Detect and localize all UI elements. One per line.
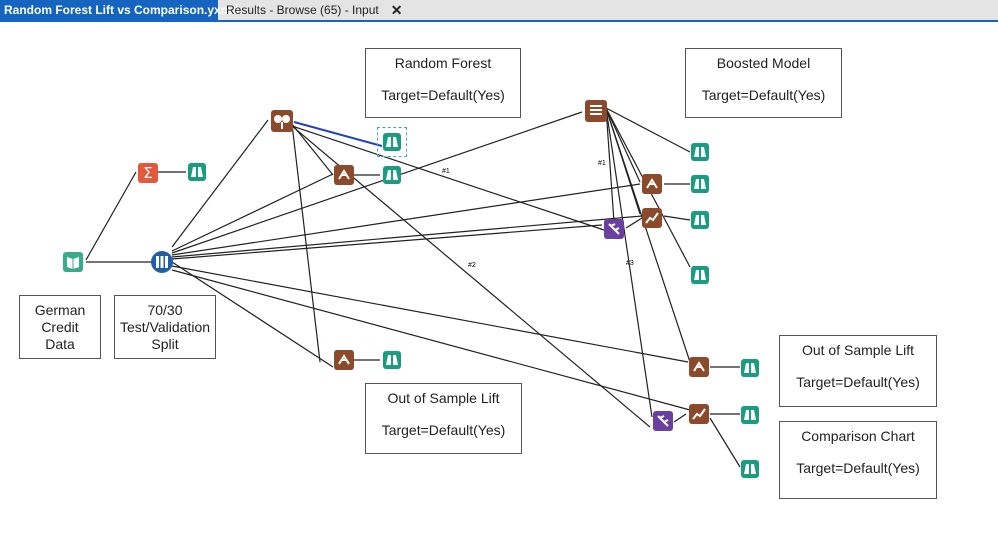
comment-subtitle: Target=Default(Yes) [796,374,920,390]
binoculars-icon [744,464,756,474]
comment-subtitle: Target=Default(Yes) [701,87,826,103]
connection-line [625,217,643,229]
connection-line [605,107,615,223]
input-tool-label: German Credit Data [19,295,101,359]
connection-tag: #3 [626,260,634,267]
connection-line [605,107,653,418]
comment-title: Out of Sample Lift [801,342,915,358]
connection-line [171,224,603,260]
score-icon [646,178,658,189]
tab-label: Results - Browse (65) - Input [226,3,379,17]
browse-tool[interactable] [690,210,710,230]
connection-line [171,119,269,248]
boosted-model-tool[interactable] [584,99,608,123]
connection-tag: #1 [598,160,606,167]
connection-line [171,261,334,368]
comment-subtitle: Target=Default(Yes) [381,422,506,438]
connection-line [171,215,643,258]
comment-title: Random Forest [394,55,492,71]
comment-out-of-sample-lift-boosted[interactable]: Out of Sample Lift Target=Default(Yes) [779,335,937,407]
browse-tool[interactable] [690,142,710,162]
comment-title: Comparison Chart [801,428,915,444]
connection-line [291,125,605,231]
connection-line [171,265,689,363]
score-icon [338,354,350,365]
union-tool[interactable] [652,410,674,432]
score-icon [338,169,350,180]
union-icon [608,223,620,235]
lift-score-tool[interactable] [688,356,710,378]
binoculars-icon [694,270,706,280]
binoculars-icon [744,410,756,420]
score-icon [693,361,705,372]
connection-tag: #1 [442,168,450,175]
browse-tool[interactable] [740,459,760,479]
tab-bar: Random Forest Lift vs Comparison.yxmd ✕ … [0,0,998,22]
split-icon [156,256,168,268]
selected-connection-line [293,121,383,147]
random-forest-icon [274,115,290,129]
binoculars-icon [386,170,398,180]
connection-line [171,173,334,252]
input-data-tool[interactable] [62,251,84,273]
comment-title: Out of Sample Lift [387,390,500,406]
tab-results-browse[interactable]: Results - Browse (65) - Input ✕ [222,0,402,20]
binoculars-icon [191,167,203,177]
binoculars-icon [694,215,706,225]
score-tool[interactable] [333,164,355,186]
connection-line [673,413,687,423]
workflow-canvas[interactable]: #1 #1 #2 #3 Random Forest Target=Default… [0,22,998,559]
browse-tool[interactable] [690,265,710,285]
connection-tag: #2 [468,262,476,269]
connection-line [663,215,691,221]
browse-tool[interactable] [382,350,402,370]
random-forest-tool[interactable] [270,109,294,133]
browse-tool[interactable] [382,132,402,152]
tab-random-forest-workflow[interactable]: Random Forest Lift vs Comparison.yxmd ✕ [0,0,262,20]
binoculars-icon [694,147,706,157]
lift-score-tool[interactable] [333,349,355,371]
comparison-chart-tool[interactable] [688,403,710,425]
connection-line [85,171,137,261]
score-tool[interactable] [641,173,663,195]
comment-random-forest[interactable]: Random Forest Target=Default(Yes) [365,48,521,118]
lift-chart-tool[interactable] [641,207,663,229]
binoculars-icon [386,355,398,365]
comment-title: Boosted Model [716,55,811,71]
binoculars-icon [694,179,706,189]
connection-line [605,107,641,183]
binoculars-icon [386,137,398,147]
close-icon[interactable]: ✕ [390,1,403,18]
connection-line [291,123,321,363]
chart-icon [645,212,659,224]
connection-line [709,417,741,468]
comment-out-of-sample-lift[interactable]: Out of Sample Lift Target=Default(Yes) [365,383,522,454]
browse-tool[interactable] [690,174,710,194]
connection-line [605,107,691,153]
tab-label: Random Forest Lift vs Comparison.yxmd [4,3,239,17]
union-tool[interactable] [603,218,625,240]
browse-tool[interactable] [740,405,760,425]
sigma-icon: Σ [143,164,152,182]
boosted-model-icon [590,105,602,115]
browse-tool[interactable] [187,162,207,182]
comment-subtitle: Target=Default(Yes) [381,87,505,103]
create-samples-tool[interactable] [150,250,174,274]
comment-subtitle: Target=Default(Yes) [796,460,920,476]
connection-line [171,183,641,256]
chart-icon [692,408,706,420]
comment-boosted-model[interactable]: Boosted Model Target=Default(Yes) [685,48,842,118]
union-icon [657,415,669,427]
selected-tool-frame [377,127,407,157]
summarize-tool[interactable]: Σ [137,162,159,184]
binoculars-icon [744,363,756,373]
close-icon[interactable]: ✕ [250,1,263,18]
browse-tool[interactable] [740,358,760,378]
split-tool-label: 70/30 Test/Validation Split [114,295,216,359]
comment-comparison-chart[interactable]: Comparison Chart Target=Default(Yes) [779,421,937,499]
connection-line [605,107,691,363]
browse-tool[interactable] [382,165,402,185]
connection-line [171,269,691,411]
connection-line [171,111,583,254]
